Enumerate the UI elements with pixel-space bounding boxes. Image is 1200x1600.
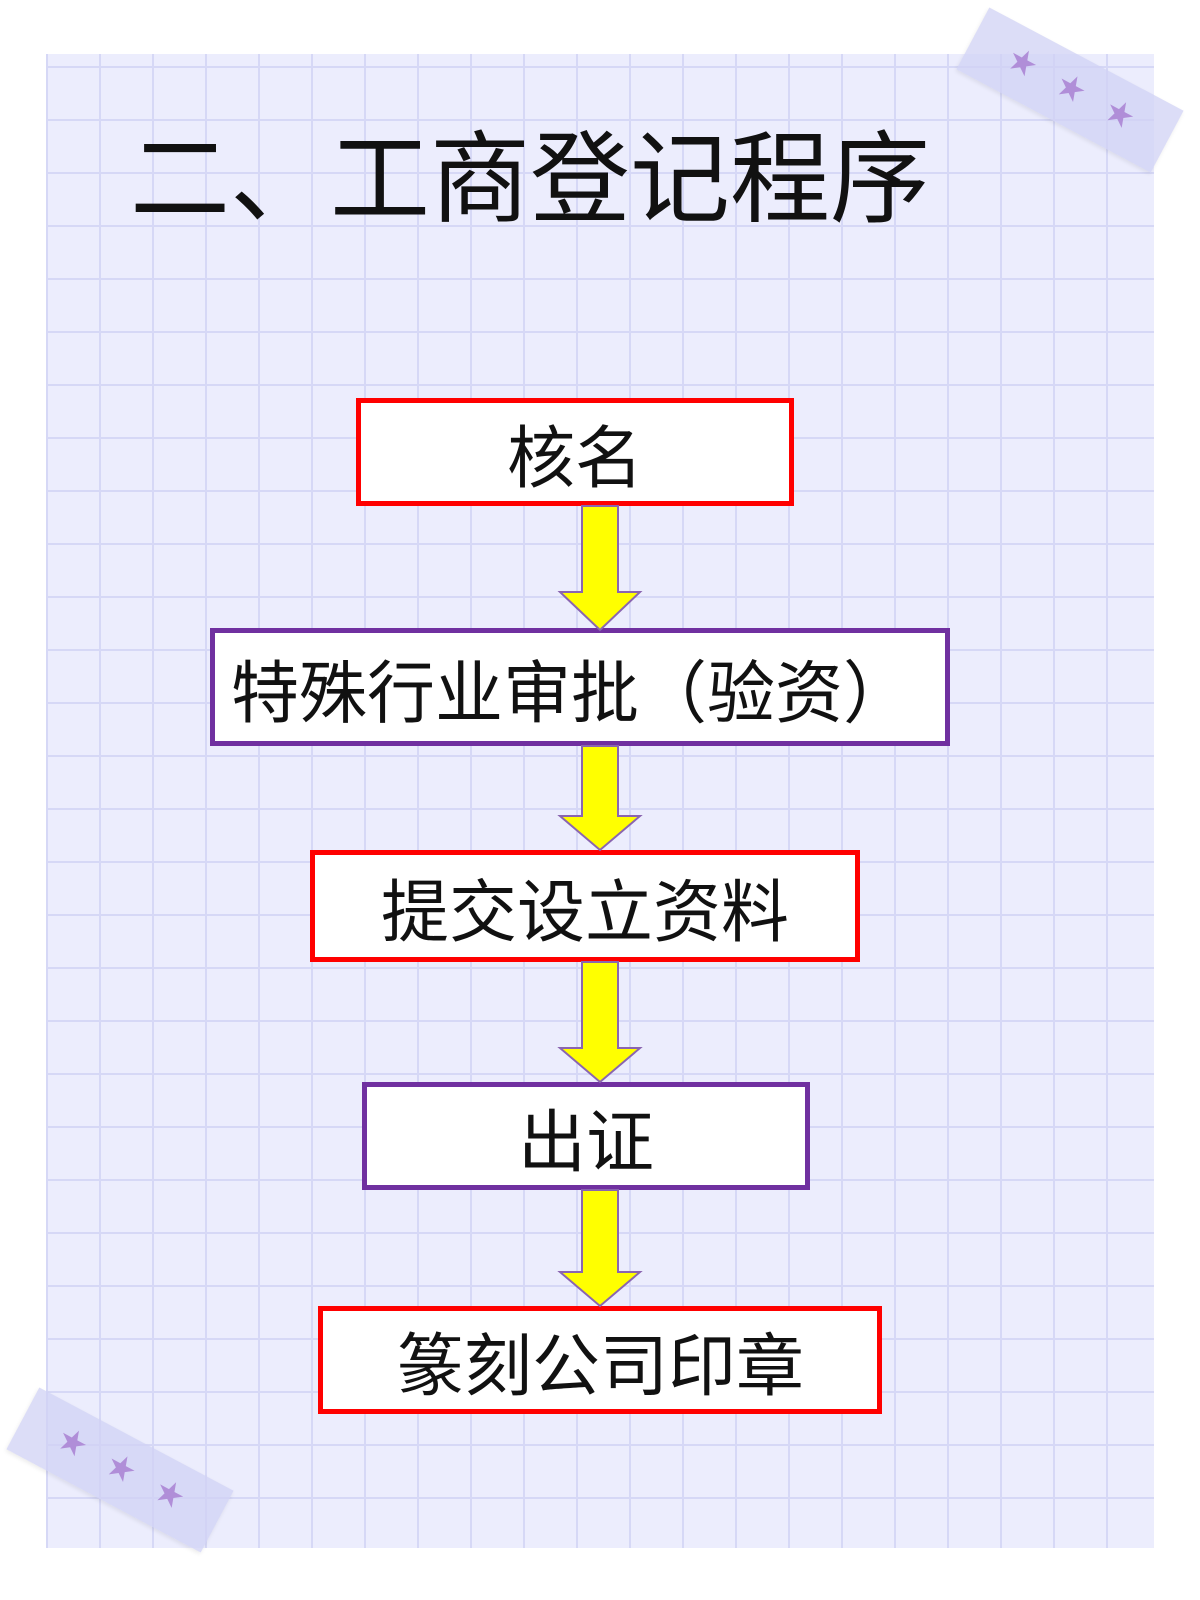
- flow-arrow-3: [557, 961, 643, 1084]
- flow-arrow-1: [557, 505, 643, 632]
- step-submit-documents: 提交设立资料: [310, 850, 860, 962]
- flow-arrow-4: [557, 1189, 643, 1308]
- step-label: 特殊行业审批（验资）: [231, 654, 912, 734]
- step-label: 提交设立资料: [380, 873, 789, 953]
- star-icon: ★: [1096, 89, 1143, 139]
- star-icon: ★: [999, 37, 1046, 88]
- step-issue-license: 出证: [362, 1082, 810, 1190]
- step-label: 篆刻公司印章: [395, 1327, 804, 1407]
- page-title: 二、工商登记程序: [130, 121, 930, 238]
- star-icon: ★: [1048, 63, 1095, 114]
- star-icon: ★: [49, 1417, 96, 1468]
- step-label: 出证: [517, 1103, 654, 1183]
- flow-arrow-2: [557, 745, 643, 852]
- star-icon: ★: [98, 1443, 145, 1494]
- star-icon: ★: [146, 1469, 193, 1519]
- step-special-approval: 特殊行业审批（验资）: [210, 628, 950, 746]
- step-label: 核名: [506, 419, 643, 499]
- step-engrave-seal: 篆刻公司印章: [318, 1306, 882, 1414]
- step-name-check: 核名: [356, 398, 794, 506]
